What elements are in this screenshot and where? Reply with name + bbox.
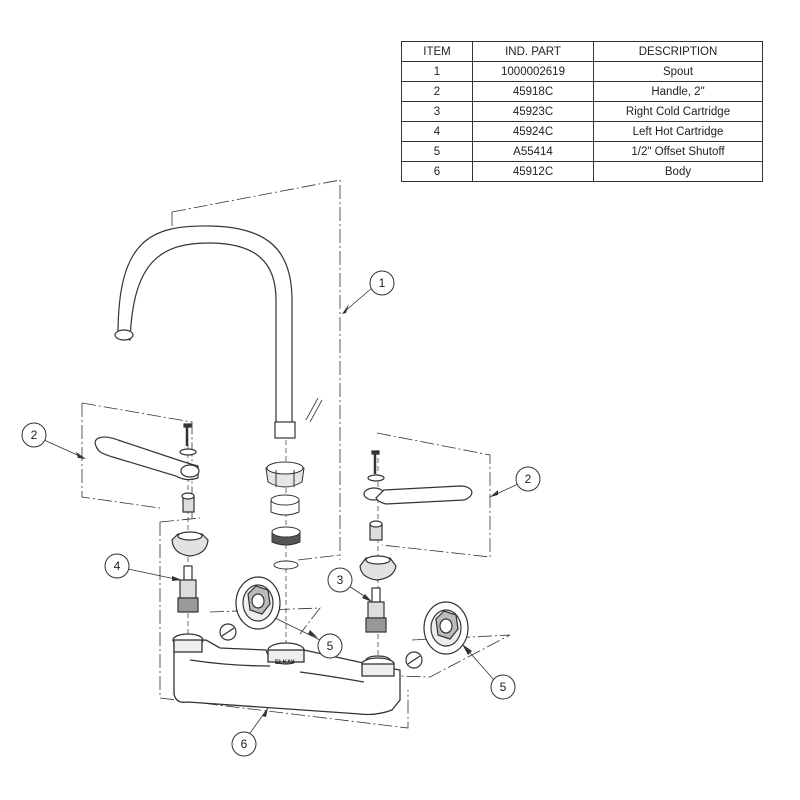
left-handle-part: [94, 423, 209, 645]
left-shutoff-part: [219, 576, 281, 641]
right-shutoff-part: [405, 601, 469, 669]
svg-text:2: 2: [525, 472, 532, 486]
part-description: 1/2" Offset Shutoff: [593, 141, 763, 162]
table-row: 2 45918C Handle, 2": [401, 81, 763, 102]
table-row: 5 A55414 1/2" Offset Shutoff: [401, 141, 763, 162]
table-row: 3 45923C Right Cold Cartridge: [401, 101, 763, 122]
svg-text:6: 6: [241, 737, 248, 751]
part-description: Body: [593, 161, 763, 182]
part-description: Left Hot Cartridge: [593, 121, 763, 142]
spout-part: [114, 225, 323, 439]
callout-1: 1: [343, 270, 395, 313]
table-row: 6 45912C Body: [401, 161, 763, 182]
svg-text:4: 4: [114, 559, 121, 573]
svg-text:2: 2: [31, 428, 38, 442]
svg-text:1: 1: [379, 276, 386, 290]
part-description: Handle, 2": [593, 81, 763, 102]
callout-2-left: 2: [21, 422, 85, 459]
svg-text:5: 5: [327, 639, 334, 653]
callout-arrowheads: [76, 304, 498, 717]
svg-text:5: 5: [500, 680, 507, 694]
body-stamp: ELKAY: [275, 660, 295, 666]
part-number: 45912C: [472, 161, 594, 182]
svg-text:3: 3: [337, 573, 344, 587]
parts-table: ITEM IND. PART DESCRIPTION 1 1000002619 …: [401, 41, 763, 182]
callout-4: 4: [104, 553, 181, 581]
callout-5-left: 5: [274, 617, 343, 659]
faucet-body-part: ELKAY: [172, 633, 401, 716]
callout-3: 3: [327, 567, 371, 601]
spout-nut-and-washers: [265, 461, 305, 570]
callout-5-right: 5: [463, 645, 516, 700]
